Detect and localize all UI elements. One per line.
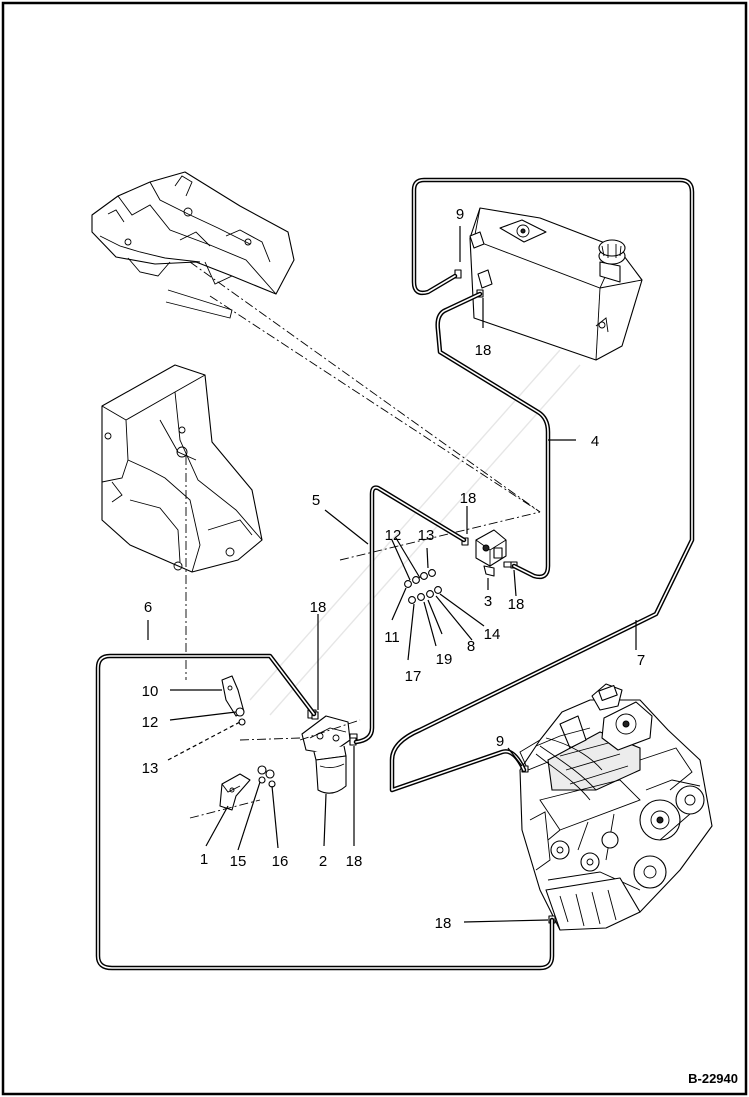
callout-18-filter-outlet: 18 [346, 853, 363, 870]
callout-18-engine: 18 [435, 915, 452, 932]
callout-2: 2 [319, 853, 327, 870]
engine-assembly [519, 683, 713, 931]
engine-oil-pan [545, 877, 641, 931]
callout-18-tank: 18 [475, 342, 492, 359]
callout-14: 14 [484, 626, 501, 643]
watermark [249, 349, 581, 716]
machine-frame-lower [101, 364, 263, 573]
fuel-pump [475, 529, 514, 577]
fuel-tank [469, 207, 643, 361]
figure-number: B-22940 [688, 1071, 738, 1086]
callout-6: 6 [144, 599, 152, 616]
callout-11: 11 [384, 629, 400, 646]
machine-frame-upper [91, 171, 295, 319]
callout-13-pump: 13 [418, 527, 435, 544]
callout-15: 15 [230, 853, 247, 870]
leader-lines [147, 226, 637, 923]
fuel-filler-cap [598, 239, 626, 283]
tank-return-fitting [469, 231, 485, 249]
callout-19: 19 [436, 651, 453, 668]
callout-3: 3 [484, 593, 492, 610]
callout-9-engine: 9 [496, 733, 504, 750]
callout-10: 10 [142, 683, 159, 700]
callout-9-tank: 9 [456, 206, 464, 223]
callout-18-pump-top: 18 [460, 490, 477, 507]
callout-12-pump: 12 [385, 527, 402, 544]
callout-4: 4 [591, 433, 599, 450]
callout-16: 16 [272, 853, 289, 870]
fuel-filter [301, 709, 358, 794]
filter-mounting-bracket [219, 675, 251, 811]
callout-18-filter-top: 18 [310, 599, 327, 616]
fuel-hoses [95, 177, 695, 971]
callouts: 9 18 4 5 18 12 13 3 18 11 14 8 19 17 6 7… [142, 206, 646, 932]
callout-7: 7 [637, 652, 645, 669]
callout-13-bracket: 13 [142, 760, 159, 777]
tank-supply-fitting [477, 269, 493, 289]
callout-8: 8 [467, 638, 475, 655]
callout-1: 1 [200, 851, 208, 868]
callout-12-bracket: 12 [142, 714, 159, 731]
callout-18-pump-side: 18 [508, 596, 525, 613]
callout-17: 17 [405, 668, 422, 685]
callout-5: 5 [312, 492, 320, 509]
